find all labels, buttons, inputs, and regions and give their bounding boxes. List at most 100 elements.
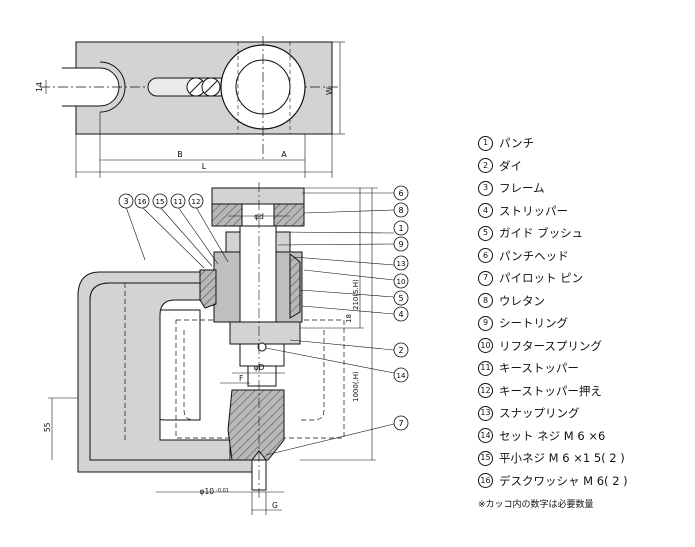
front-view: [48, 182, 378, 515]
legend-item-pilot-pin: 7 パイロット ピン: [478, 267, 688, 290]
svg-text:15: 15: [156, 198, 165, 206]
legend-label: デスクワッシャ M 6( 2 ): [499, 473, 628, 488]
punch-body: [239, 225, 277, 323]
dim-1000-label: 1000(.H): [352, 371, 360, 402]
svg-text:13: 13: [397, 260, 406, 268]
legend-label: パンチ: [499, 136, 535, 151]
legend-item-frame: 3 フレーム: [478, 177, 688, 200]
callout-6: 6: [393, 185, 409, 201]
legend-label: スナップリング: [499, 406, 580, 421]
callout-5: 5: [393, 290, 409, 306]
legend-label: キーストッパー押え: [499, 383, 602, 398]
legend-num: 2: [478, 158, 493, 174]
dim-f-label: F: [239, 374, 243, 383]
legend-num: 15: [478, 450, 493, 466]
legend-label: 平小ネジ M 6 ×1 5( 2 ): [499, 451, 625, 466]
svg-text:4: 4: [398, 310, 403, 319]
svg-text:8: 8: [398, 206, 403, 215]
plan-view: [40, 36, 345, 178]
parts-legend: 1 パンチ 2 ダイ 3 フレーム 4 ストリッパー 5 ガイド ブッシュ 6 パンチヘッド…: [478, 132, 688, 492]
legend-item-set-screw: 14 セット ネジ M 6 ×6: [478, 425, 688, 448]
callout-4: 4: [393, 306, 409, 322]
legend-item-guide-bush: 5 ガイド ブッシュ: [478, 222, 688, 245]
legend-label: キーストッパー: [499, 361, 579, 376]
svg-text:16: 16: [138, 198, 147, 206]
svg-text:1: 1: [398, 224, 403, 233]
dim-18-label: 18: [345, 314, 353, 323]
legend-num: 4: [478, 203, 493, 219]
dim-d-large-label: φD: [254, 363, 265, 372]
callout-10: 10: [393, 273, 409, 289]
callout-15: 15: [152, 193, 168, 209]
legend-label: ストリッパー: [499, 203, 568, 218]
legend-num: 3: [478, 180, 493, 196]
callout-16: 16: [134, 193, 150, 209]
callout-12: 12: [188, 193, 204, 209]
callout-7: 7: [393, 415, 409, 431]
front-dim-labels: φd φD F G 210(S.H) 18 1000(.H) 55 φ10 -0…: [43, 212, 360, 510]
legend-item-lifter-spring: 10 リフタースプリング: [478, 335, 688, 358]
callout-13: 13: [393, 255, 409, 271]
legend-label: パンチヘッド: [499, 248, 569, 263]
legend-label: セット ネジ M 6 ×6: [499, 428, 606, 443]
dim-a-label: A: [281, 150, 287, 159]
legend-label: ダイ: [499, 158, 522, 173]
legend-num: 6: [478, 248, 493, 264]
legend-num: 5: [478, 225, 493, 241]
callout-14: 14: [393, 367, 409, 383]
dim-pin-tol-label: -0.01: [216, 488, 229, 494]
svg-text:6: 6: [398, 189, 403, 198]
legend-label: シートリング: [499, 316, 568, 331]
legend-item-punch-head: 6 パンチヘッド: [478, 245, 688, 268]
dim-pin-dia-label: φ10: [200, 487, 215, 496]
svg-text:7: 7: [398, 419, 403, 428]
callout-2: 2: [393, 342, 409, 358]
svg-text:2: 2: [398, 346, 403, 355]
legend-num: 10: [478, 338, 493, 354]
leader-lines: [125, 192, 395, 456]
legend-num: 14: [478, 428, 493, 444]
punch-head: [211, 187, 305, 205]
svg-text:12: 12: [192, 198, 201, 206]
dim-l-label: L: [202, 162, 207, 171]
svg-text:14: 14: [397, 372, 406, 380]
legend-item-disc-washer: 16 デスクワッシャ M 6( 2 ): [478, 470, 688, 493]
legend-label: パイロット ピン: [499, 271, 584, 286]
svg-text:5: 5: [398, 294, 403, 303]
legend-item-urethane: 8 ウレタン: [478, 290, 688, 313]
legend-item-punch: 1 パンチ: [478, 132, 688, 155]
legend-item-key-stopper-retainer: 12 キーストッパー押え: [478, 380, 688, 403]
legend-label: ガイド ブッシュ: [499, 226, 584, 241]
svg-text:9: 9: [398, 240, 403, 249]
svg-text:10: 10: [397, 278, 406, 286]
legend-item-seat-ring: 9 シートリング: [478, 312, 688, 335]
legend-num: 16: [478, 473, 493, 489]
legend-label: リフタースプリング: [499, 338, 602, 353]
dim-55-label: 55: [43, 422, 52, 432]
callout-1: 1: [393, 220, 409, 236]
legend-num: 13: [478, 405, 493, 421]
dim-d-small-label: φd: [254, 212, 264, 221]
dim-14-label: 14: [35, 82, 44, 92]
legend-num: 1: [478, 135, 493, 151]
legend-item-flat-screw: 15 平小ネジ M 6 ×1 5( 2 ): [478, 447, 688, 470]
dim-b-label: B: [177, 150, 183, 159]
legend-label: ウレタン: [499, 293, 545, 308]
legend-num: 12: [478, 383, 493, 399]
legend-item-die: 2 ダイ: [478, 155, 688, 178]
legend-num: 7: [478, 270, 493, 286]
callout-11: 11: [170, 193, 186, 209]
svg-text:11: 11: [174, 198, 183, 206]
dim-w-label: W: [325, 87, 334, 95]
legend-label: フレーム: [499, 181, 545, 196]
callout-8: 8: [393, 202, 409, 218]
callout-3: 3: [118, 193, 134, 209]
legend-note: ※カッコ内の数字は必要数量: [478, 500, 594, 510]
dim-shut-height-label: 210(S.H): [352, 279, 360, 310]
dim-g-label: G: [272, 501, 278, 510]
legend-num: 9: [478, 315, 493, 331]
legend-num: 8: [478, 293, 493, 309]
legend-item-stripper: 4 ストリッパー: [478, 200, 688, 223]
